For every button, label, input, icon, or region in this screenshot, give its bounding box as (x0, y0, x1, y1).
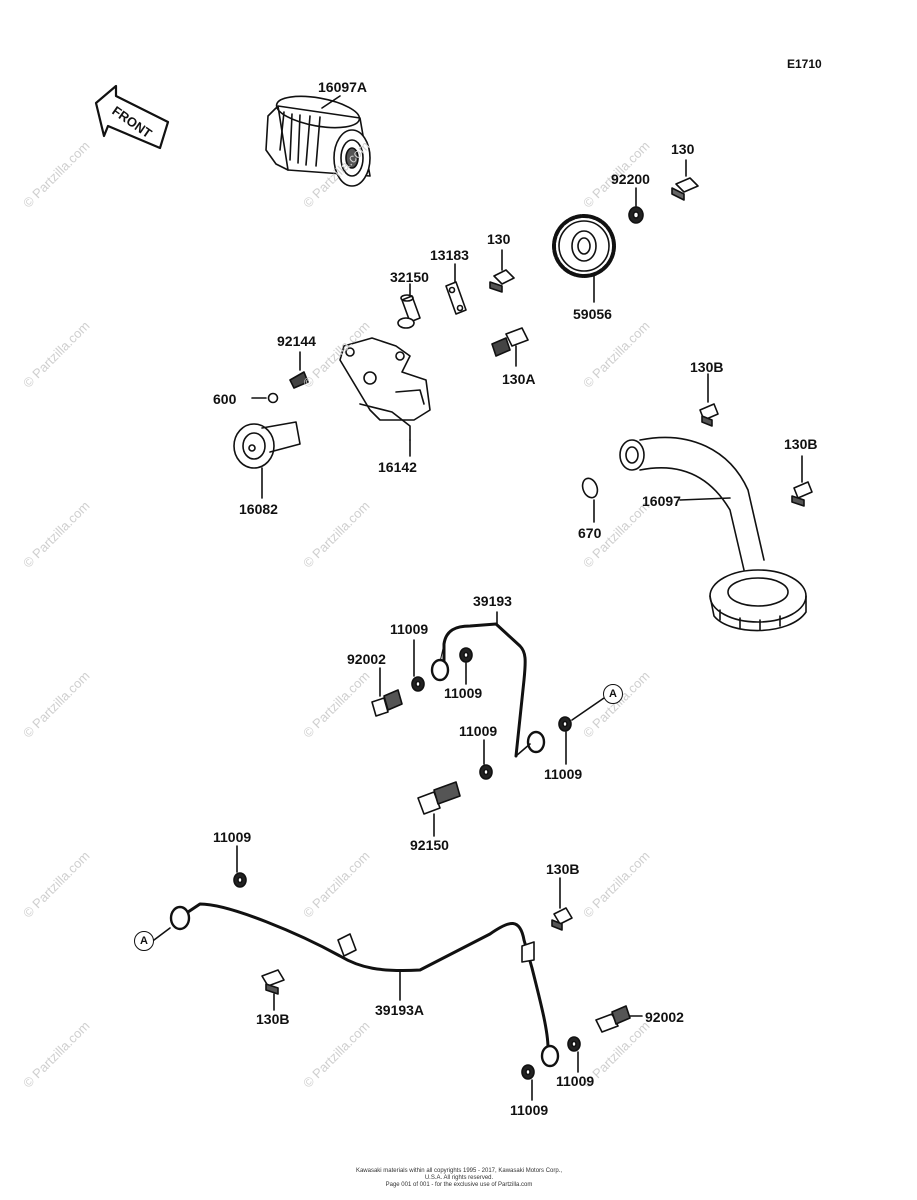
part-label-11009-1[interactable]: 11009 (390, 621, 429, 637)
sprocket-59056 (552, 214, 616, 303)
bolt-130a (491, 327, 529, 367)
part-label-130b-1[interactable]: 130B (690, 359, 724, 375)
strainer-pipe-16097 (619, 436, 807, 632)
part-label-11009-2[interactable]: 11009 (444, 685, 483, 701)
shaft-16082 (233, 421, 301, 499)
washer-11009-7 (521, 1064, 535, 1101)
part-label-130b-4[interactable]: 130B (256, 1011, 290, 1027)
part-label-11009-6[interactable]: 11009 (556, 1073, 595, 1089)
part-label-13183[interactable]: 13183 (430, 247, 469, 263)
washer-11009-4 (558, 697, 605, 765)
oil-filter-part (265, 95, 371, 187)
banjo-bolt-92150 (417, 781, 461, 837)
part-label-600[interactable]: 600 (213, 391, 237, 407)
bolt-130b-3 (551, 877, 573, 931)
part-label-16142[interactable]: 16142 (378, 459, 417, 475)
figure-code: E1710 (787, 57, 822, 71)
washer-92200 (628, 187, 644, 224)
copyright-line-1: Kawasaki materials within all copyrights… (355, 1168, 563, 1181)
part-label-16082[interactable]: 16082 (239, 501, 278, 517)
part-label-670[interactable]: 670 (578, 525, 602, 541)
pump-body-16142 (339, 337, 431, 457)
part-label-92200[interactable]: 92200 (611, 171, 650, 187)
part-label-16097[interactable]: 16097 (642, 493, 681, 509)
part-label-11009-5[interactable]: 11009 (213, 829, 252, 845)
part-label-11009-4[interactable]: 11009 (544, 766, 583, 782)
washer-11009-6 (567, 1036, 581, 1073)
part-label-92002-2[interactable]: 92002 (645, 1009, 684, 1025)
part-label-92144[interactable]: 92144 (277, 333, 316, 349)
oil-pipe-39193a (153, 902, 560, 1068)
washer-11009-2 (459, 647, 473, 685)
o-ring-670 (581, 477, 599, 523)
callout-a-lower: A (134, 931, 154, 951)
part-label-92002-1[interactable]: 92002 (347, 651, 386, 667)
washer-11009-3 (479, 739, 493, 780)
part-label-130b-3[interactable]: 130B (546, 861, 580, 877)
bolt-130b-4 (261, 969, 285, 1011)
part-label-11009-7[interactable]: 11009 (510, 1102, 549, 1118)
sleeve-32150 (397, 283, 421, 329)
spring-92144 (289, 351, 309, 389)
part-label-39193[interactable]: 39193 (473, 593, 512, 609)
washer-11009-1 (411, 639, 425, 692)
banjo-bolt-92002-2 (595, 1005, 643, 1033)
bolt-130b-1 (699, 373, 719, 427)
callout-a-upper: A (603, 684, 623, 704)
ball-600 (251, 392, 279, 404)
bolt-130-mid (489, 249, 515, 293)
plate-13183 (445, 263, 467, 315)
part-label-130-mid[interactable]: 130 (487, 231, 511, 247)
oil-pipe-39193 (430, 611, 546, 758)
copyright-line-2: Page 001 of 001 - for the exclusive use … (385, 1182, 533, 1188)
part-label-39193a[interactable]: 39193A (375, 1002, 425, 1018)
part-label-130-top[interactable]: 130 (671, 141, 695, 157)
bolt-130b-2 (791, 455, 813, 507)
copyright-footer: Kawasaki materials within all copyrights… (349, 1168, 569, 1189)
part-label-16097a[interactable]: 16097A (318, 79, 368, 95)
banjo-bolt-92002-1 (371, 667, 403, 717)
front-arrow-icon (94, 84, 170, 150)
washer-11009-5 (233, 845, 247, 888)
part-label-32150[interactable]: 32150 (390, 269, 429, 285)
part-label-130a[interactable]: 130A (502, 371, 536, 387)
part-label-11009-3[interactable]: 11009 (459, 723, 498, 739)
part-label-92150[interactable]: 92150 (410, 837, 449, 853)
bolt-130-top (671, 159, 699, 201)
part-label-130b-2[interactable]: 130B (784, 436, 818, 452)
part-label-59056[interactable]: 59056 (573, 306, 612, 322)
